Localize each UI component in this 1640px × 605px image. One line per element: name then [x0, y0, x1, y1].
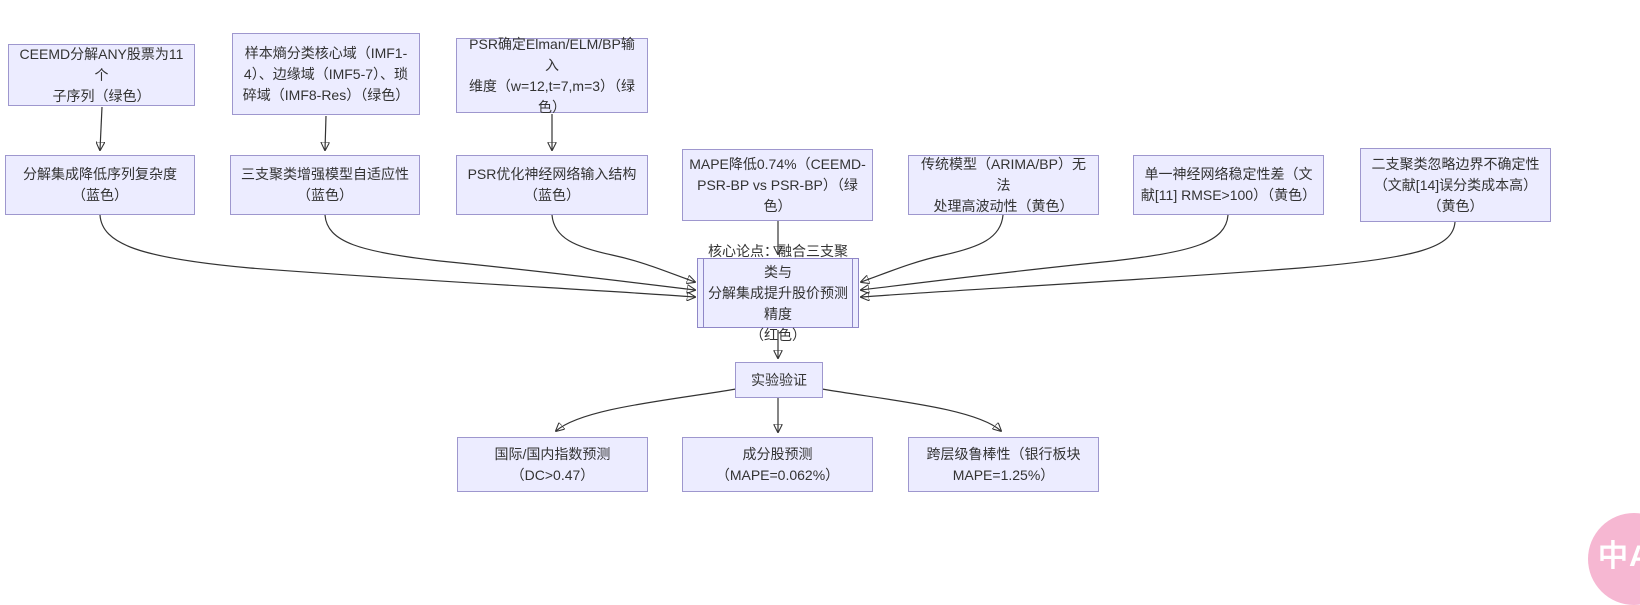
node-decomposition-reduces-complexity: 分解集成降低序列复杂度 （蓝色）: [5, 155, 195, 215]
node-psr-optimizes-input-structure: PSR优化神经网络输入结构 （蓝色）: [456, 155, 648, 215]
translate-icon: 中A: [1598, 540, 1640, 573]
translate-button[interactable]: 中A: [1588, 513, 1640, 605]
node-cross-level-robustness-result: 跨层级鲁棒性（银行板块 MAPE=1.25%）: [908, 437, 1099, 492]
node-mape-reduction: MAPE降低0.74%（CEEMD- PSR-BP vs PSR-BP）（绿 色…: [682, 149, 873, 221]
edge-d-k: [99, 214, 695, 297]
edge-b-e: [325, 115, 326, 150]
edge-f-k: [551, 214, 695, 282]
node-psr-input-dimensions: PSR确定Elman/ELM/BP输入 维度（w=12,t=7,m=3）（绿 色…: [456, 36, 648, 115]
node-sample-entropy-domains: 样本熵分类核心域（IMF1- 4）、边缘域（IMF5-7）、琐 碎域（IMF8-…: [232, 33, 420, 115]
node-experimental-validation: 实验验证: [735, 362, 823, 398]
node-core-thesis: 核心论点：融合三支聚类与 分解集成提升股价预测精度 （红色）: [697, 243, 859, 343]
flowchart-canvas: CEEMD分解ANY股票为11个 子序列（绿色） 样本熵分类核心域（IMF1- …: [5, 33, 1640, 605]
node-ceemd-decomposition: CEEMD分解ANY股票为11个 子序列（绿色）: [8, 44, 195, 106]
node-single-nn-instability: 单一神经网络稳定性差（文 献[11] RMSE>100）（黄色）: [1133, 155, 1324, 215]
edge-i-k: [861, 214, 1229, 290]
edge-e-k: [324, 214, 695, 290]
node-two-way-clustering-limitation: 二支聚类忽略边界不确定性 （文献[14]误分类成本高） （黄色）: [1360, 148, 1551, 222]
node-three-way-clustering-adaptivity: 三支聚类增强模型自适应性 （蓝色）: [230, 155, 420, 215]
edge-j-k: [861, 221, 1456, 297]
node-traditional-model-limitation: 传统模型（ARIMA/BP）无法 处理高波动性（黄色）: [908, 155, 1099, 215]
node-index-prediction-result: 国际/国内指数预测 （DC>0.47）: [457, 437, 648, 492]
node-constituent-stock-result: 成分股预测 （MAPE=0.062%）: [682, 437, 873, 492]
edge-l-o: [821, 388, 1001, 431]
edge-l-m: [556, 388, 737, 431]
edge-a-d: [100, 106, 102, 150]
edge-h-k: [861, 214, 1004, 282]
